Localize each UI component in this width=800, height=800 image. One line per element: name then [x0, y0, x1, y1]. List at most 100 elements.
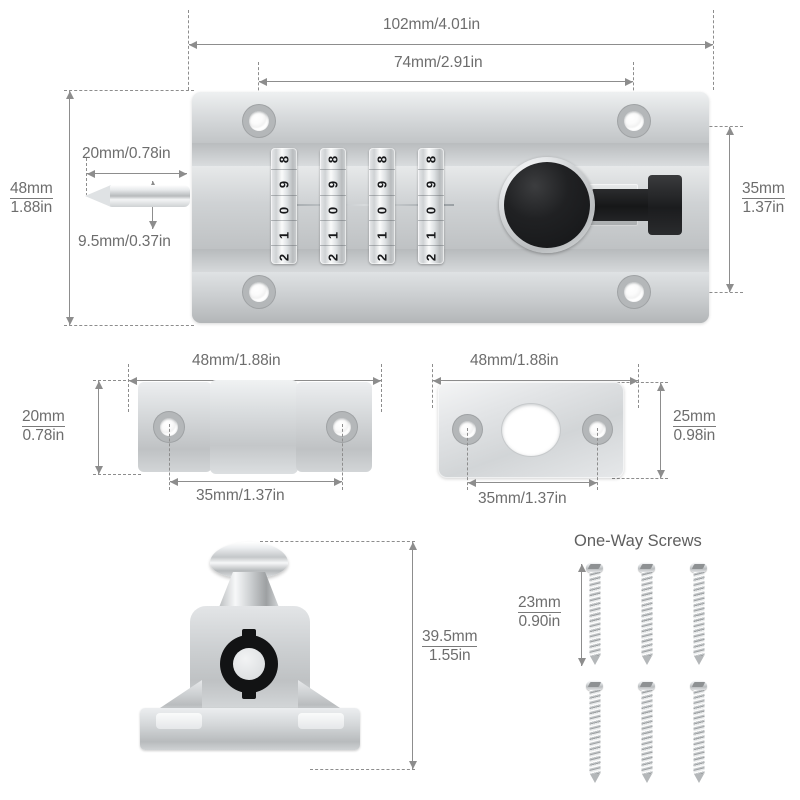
- mount-dim-label-height-in: 1.55in: [428, 647, 471, 665]
- strike-dim-arrow-holespacing: [468, 477, 597, 488]
- mount-dim-label-height-mm: 39.5mm: [422, 628, 478, 648]
- ext-line-right-overall: [713, 10, 714, 90]
- combination-dial-4[interactable]: 8 9 0 1 2: [418, 148, 444, 264]
- dial-1-sep-0: [271, 169, 297, 170]
- combination-dial-3[interactable]: 8 9 0 1 2: [369, 148, 395, 264]
- latch-thumb-turn[interactable]: [648, 175, 682, 235]
- lock-body-band-bottom: [192, 272, 709, 323]
- ext-line-bolt-left: [86, 158, 87, 196]
- dial-3-sep-3: [369, 245, 395, 246]
- dim-label-35mm: 35mm 1.37in: [742, 180, 785, 218]
- strike-dim-label-width: 48mm/1.88in: [470, 352, 559, 369]
- screw-4-head: [586, 680, 603, 691]
- screw-5-head: [638, 680, 655, 691]
- screws-dim-label-length-mm: 23mm: [518, 594, 561, 614]
- keeper-ext-right: [381, 364, 382, 412]
- dial-4-sep-0: [418, 169, 444, 170]
- mount-collar-bore: [232, 647, 266, 681]
- keeper-dim-label-height-mm: 20mm: [22, 408, 65, 428]
- screw-6-slot: [691, 682, 706, 687]
- keeper-dim-label-height-in: 0.78in: [22, 427, 65, 445]
- lock-body-groove-upper: [192, 142, 709, 166]
- combination-dial-2[interactable]: 8 9 0 1 2: [320, 148, 346, 264]
- strike-dim-label-holespacing: 35mm/1.37in: [478, 490, 567, 507]
- screw-5-tip: [641, 774, 652, 783]
- screw-1-tip: [589, 656, 600, 665]
- screw-5-slot: [639, 682, 654, 687]
- bolt-shaft: [110, 185, 190, 207]
- screws-dim-arrow-length: [576, 564, 587, 666]
- strike-ext-top: [612, 382, 668, 383]
- strike-ext-bottom: [612, 478, 668, 479]
- mount-hole-bottom-left: [249, 282, 269, 302]
- strike-ext-right: [638, 364, 639, 408]
- screw-2: [638, 562, 655, 666]
- combination-dial-1[interactable]: 8 9 0 1 2: [271, 148, 297, 264]
- mount-ext-bottom: [310, 769, 415, 770]
- screw-6-head: [690, 680, 707, 691]
- latch-slide-bar[interactable]: [592, 189, 650, 221]
- screw-3-head: [690, 562, 707, 573]
- strike-dim-arrow-height: [655, 383, 666, 478]
- screws-heading: One-Way Screws: [574, 532, 702, 550]
- dial-2-sep-1: [320, 195, 346, 196]
- keeper-ext-left: [128, 364, 129, 412]
- keeper-ext-top: [93, 380, 141, 381]
- dial-4-sep-2: [418, 220, 444, 221]
- dim-label-48mm: 48mm 1.88in: [10, 180, 53, 218]
- screw-4-shaft: [589, 690, 600, 774]
- lock-knob[interactable]: [499, 157, 595, 253]
- screw-3: [690, 562, 707, 666]
- mount-dim-label-height: 39.5mm 1.55in: [422, 628, 478, 666]
- dial-4-digit-1: 9: [423, 180, 439, 189]
- mount-hole-bottom-right: [624, 282, 644, 302]
- dial-4-sep-1: [418, 195, 444, 196]
- dim-label-35mm-mm: 35mm: [742, 180, 785, 200]
- dim-label-hole-spacing: 74mm/2.91in: [394, 54, 483, 71]
- ext-line-left-overall: [188, 10, 189, 90]
- bolt-tip: [85, 185, 111, 207]
- ext-line-top-48mm: [64, 90, 194, 91]
- dial-4-sep-3: [418, 245, 444, 246]
- lock-knob-face: [504, 162, 590, 248]
- screw-4-slot: [587, 682, 602, 687]
- keeper-dim-arrow-holespacing: [170, 476, 342, 487]
- screw-2-slot: [639, 564, 654, 569]
- dim-label-48mm-in: 1.88in: [10, 199, 53, 217]
- dial-3-digit-4: 2: [374, 253, 390, 262]
- screw-3-slot: [691, 564, 706, 569]
- dim-arrow-35mm: [724, 127, 735, 292]
- screw-6: [690, 680, 707, 784]
- dim-arrow-hole-spacing: [259, 76, 633, 87]
- dial-2-sep-3: [320, 245, 346, 246]
- strike-holeline-right: [597, 428, 598, 490]
- mount-stem: [218, 572, 280, 610]
- dial-1-sep-1: [271, 195, 297, 196]
- strike-dim-label-height-mm: 25mm: [673, 408, 716, 428]
- screws-dim-label-length: 23mm 0.90in: [518, 594, 561, 632]
- dial-3-sep-2: [369, 220, 395, 221]
- dial-3-sep-1: [369, 195, 395, 196]
- screw-3-tip: [693, 656, 704, 665]
- screw-1-shaft: [589, 572, 600, 656]
- dial-2-digit-4: 2: [325, 253, 341, 262]
- strike-holeline-left: [467, 428, 468, 490]
- mount-footpad-left: [156, 713, 202, 729]
- dial-2-sep-2: [320, 220, 346, 221]
- screw-1-head: [586, 562, 603, 573]
- dial-1-digit-1: 9: [276, 180, 292, 189]
- screw-5-shaft: [641, 690, 652, 774]
- dim-label-bolt-diameter: 9.5mm/0.37in: [78, 233, 171, 250]
- keeper-dim-label-holespacing: 35mm/1.37in: [196, 487, 285, 504]
- screw-6-tip: [693, 774, 704, 783]
- keeper-bracket: [138, 380, 372, 474]
- mount-footpad-right: [298, 713, 344, 729]
- screw-1-slot: [587, 564, 602, 569]
- mount-collar-tab-top: [242, 629, 256, 639]
- dial-1-sep-2: [271, 220, 297, 221]
- strike-dim-arrow-width: [433, 375, 638, 386]
- lock-body-band-top: [192, 92, 709, 143]
- screw-2-tip: [641, 656, 652, 665]
- mount-ext-top: [260, 541, 415, 542]
